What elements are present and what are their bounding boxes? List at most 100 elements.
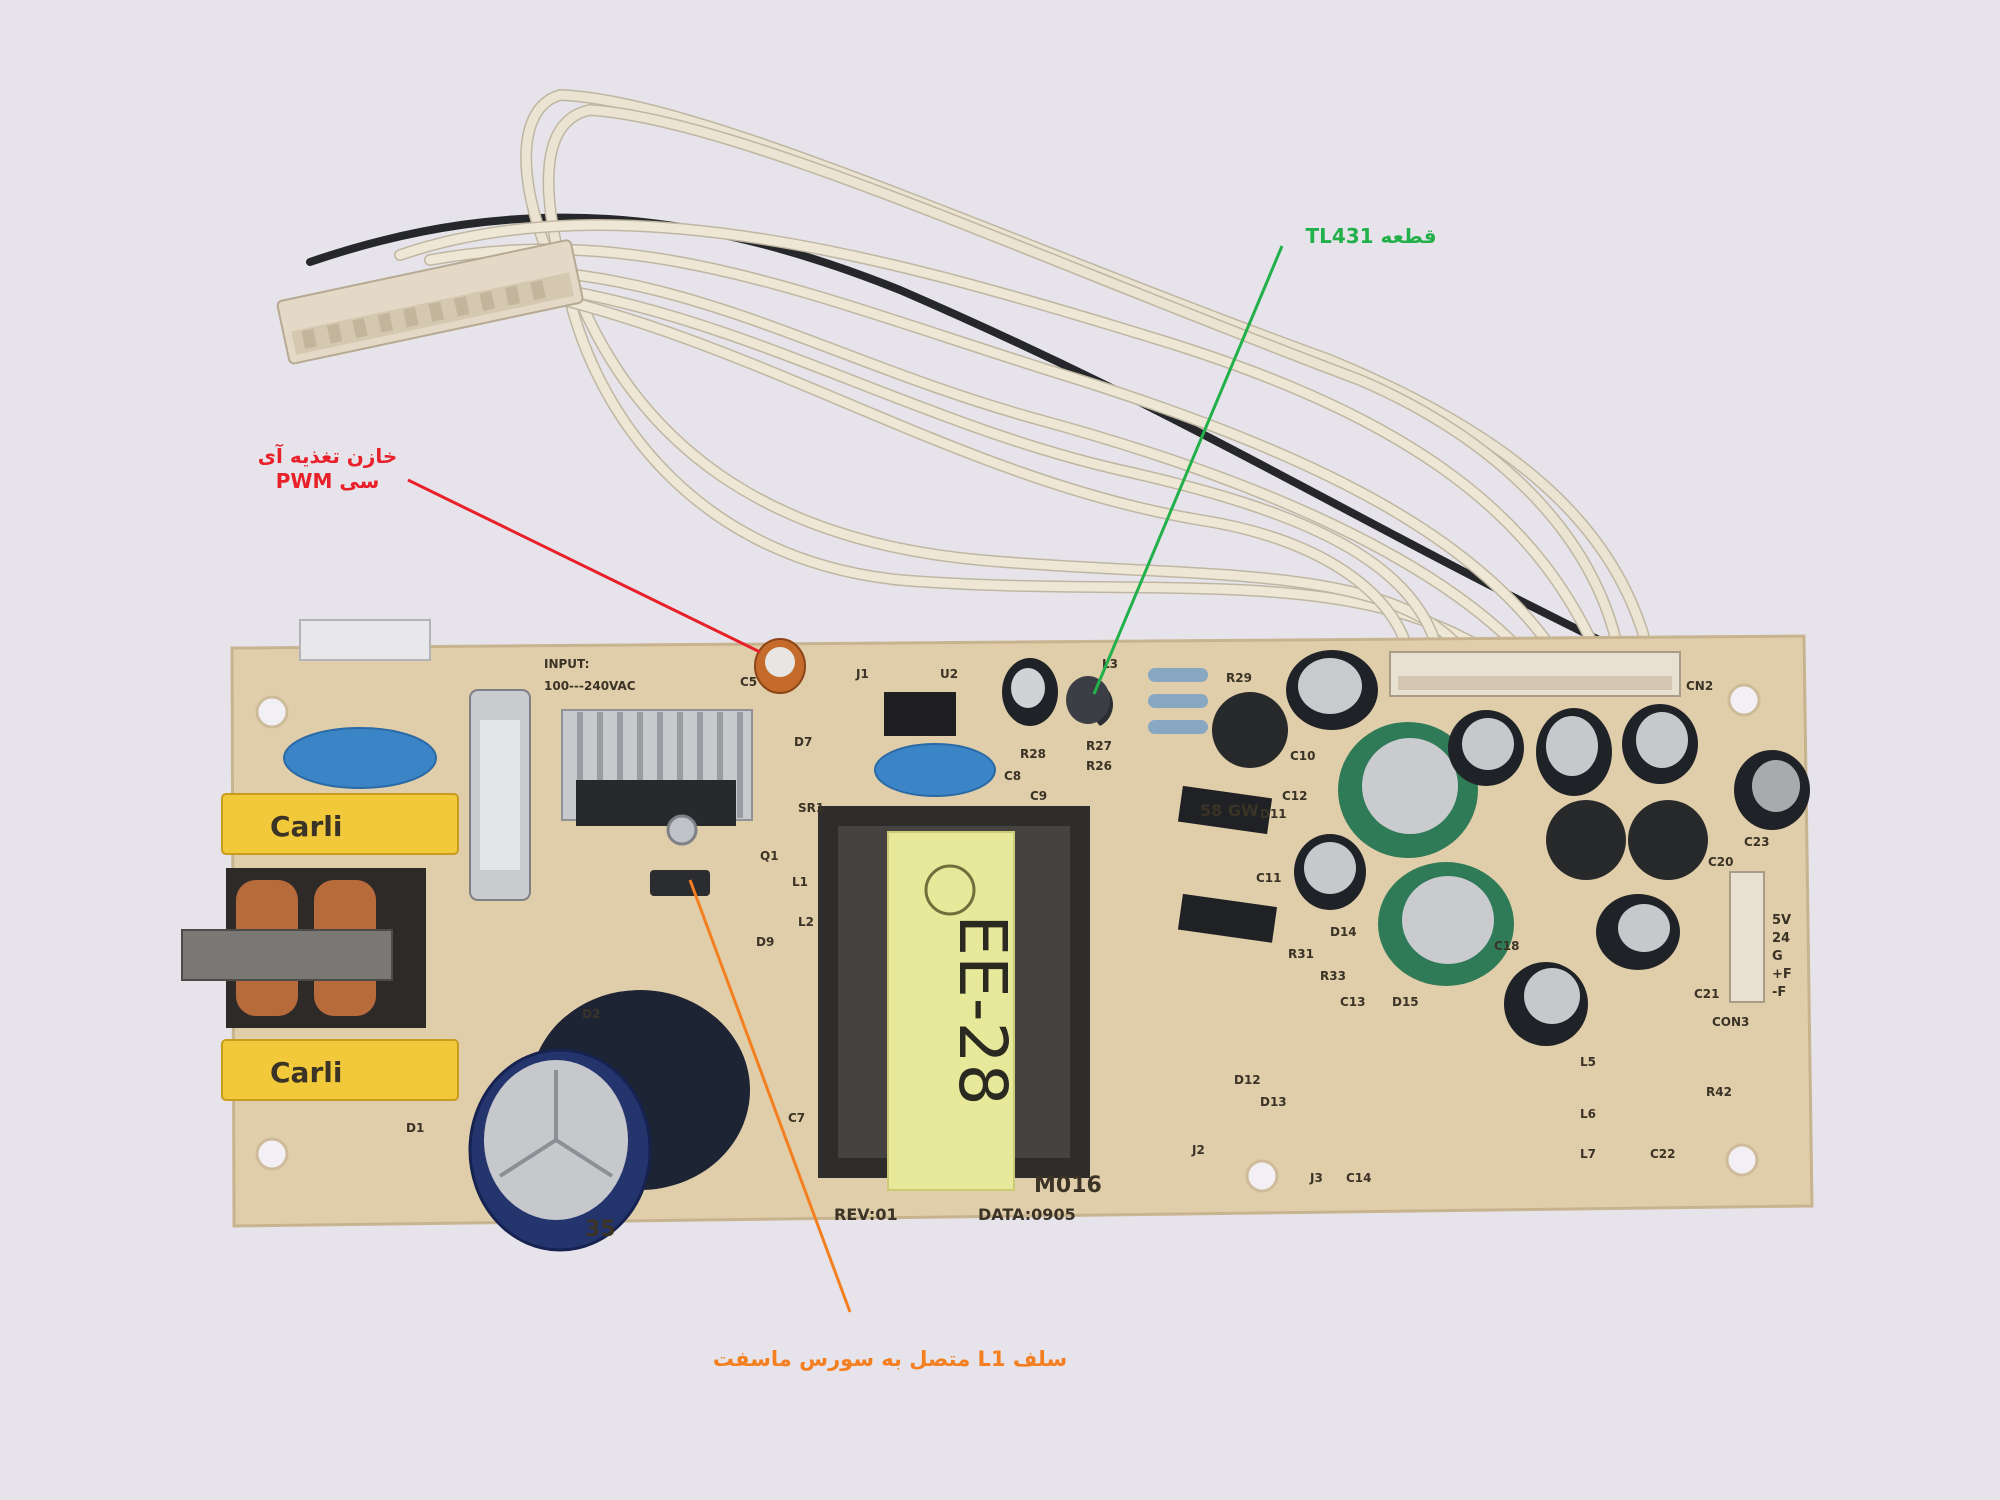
svg-text:C11: C11 <box>1256 871 1282 885</box>
output-capacitor-green-2 <box>1378 862 1514 986</box>
svg-text:C23: C23 <box>1744 835 1770 849</box>
common-mode-choke <box>181 868 426 1028</box>
annotation-pointer-tl431 <box>1092 245 1284 695</box>
output-capacitor-green-1 <box>1338 722 1478 858</box>
mounting-holes <box>255 683 1761 1193</box>
annotation-pointer-capacitor <box>407 478 761 654</box>
annotation-l1-label: سلف L1 متصل به سورس ماسفت <box>712 1347 1068 1371</box>
svg-text:C10: C10 <box>1290 749 1316 763</box>
svg-text:Q1: Q1 <box>760 849 779 863</box>
svg-text:L1: L1 <box>792 875 808 889</box>
svg-text:Carli: Carli <box>270 810 342 843</box>
heatsink <box>561 709 753 846</box>
svg-text:C20: C20 <box>1708 855 1734 869</box>
svg-text:D7: D7 <box>794 735 812 749</box>
svg-text:5V: 5V <box>1772 913 1791 928</box>
annotation-capacitor-line1: خازن تغذیه آی <box>257 444 398 468</box>
silk-rev: REV:01 <box>834 1205 898 1224</box>
output-capacitor-c10 <box>1286 650 1378 730</box>
svg-text:58 GW: 58 GW <box>1200 801 1259 820</box>
wire-connector <box>276 239 584 365</box>
output-capacitor-black-4 <box>1596 894 1680 970</box>
svg-text:R31: R31 <box>1288 947 1314 961</box>
svg-text:L5: L5 <box>1580 1055 1596 1069</box>
svg-text:Carli: Carli <box>270 1056 342 1089</box>
output-capacitor-black-1 <box>1448 710 1524 786</box>
svg-text:J1: J1 <box>855 667 869 681</box>
svg-text:R29: R29 <box>1226 671 1252 685</box>
svg-text:D15: D15 <box>1392 995 1419 1009</box>
svg-text:R26: R26 <box>1086 759 1112 773</box>
tl431-regulator <box>1066 676 1113 726</box>
svg-text:U2: U2 <box>940 667 958 681</box>
output-capacitor-black-3 <box>1622 704 1698 784</box>
svg-text:C9: C9 <box>1030 789 1047 803</box>
svg-text:R42: R42 <box>1706 1085 1732 1099</box>
svg-text:J3: J3 <box>1309 1171 1323 1185</box>
svg-text:L6: L6 <box>1580 1107 1596 1121</box>
svg-text:SR1: SR1 <box>798 801 824 815</box>
svg-text:CN2: CN2 <box>1686 679 1713 693</box>
output-inductor-2 <box>1628 800 1708 880</box>
silk-designators: C5 J1 U2 L3 R29 C10 R27 R28 R26 C8 C9 D7… <box>406 657 1770 1185</box>
fuse <box>469 689 531 901</box>
electrolytic-small-1 <box>1002 658 1058 726</box>
svg-text:R27: R27 <box>1086 739 1112 753</box>
y-capacitor-mid <box>874 743 996 797</box>
svg-text:D2: D2 <box>582 1007 600 1021</box>
svg-text:C22: C22 <box>1650 1147 1676 1161</box>
output-header-con3: 5V 24 G +F -F <box>1729 871 1792 1003</box>
transformer-label: EE-28 <box>944 914 1021 1105</box>
svg-text:D14: D14 <box>1330 925 1357 939</box>
svg-text:D9: D9 <box>756 935 774 949</box>
optocoupler-u2 <box>884 692 956 736</box>
transformer: EE-28 <box>818 806 1090 1191</box>
svg-text:L7: L7 <box>1580 1147 1596 1161</box>
svg-text:D12: D12 <box>1234 1073 1261 1087</box>
svg-text:R28: R28 <box>1020 747 1046 761</box>
x-capacitor-bottom: Carli <box>221 1039 459 1101</box>
svg-text:C7: C7 <box>788 1111 805 1125</box>
svg-text:G: G <box>1772 949 1783 964</box>
output-capacitor-black-5 <box>1504 962 1588 1046</box>
svg-text:35: 35 <box>585 1217 616 1242</box>
y-capacitor-input <box>283 727 437 789</box>
annotation-capacitor-line2: سی PWM <box>275 469 380 493</box>
svg-text:C5: C5 <box>740 675 757 689</box>
silk-input-label: INPUT: <box>544 657 589 671</box>
svg-text:+F: +F <box>1772 967 1792 982</box>
svg-text:C21: C21 <box>1694 987 1720 1001</box>
svg-text:C18: C18 <box>1494 939 1520 953</box>
annotation-pointer-l1 <box>688 879 852 1313</box>
metal-clip <box>299 619 431 661</box>
bulk-capacitor: 35 <box>468 990 750 1252</box>
resistor-array <box>1148 668 1208 734</box>
pwm-supply-capacitor-c5 <box>754 638 806 694</box>
svg-text:CON3: CON3 <box>1712 1015 1749 1029</box>
svg-text:L2: L2 <box>798 915 814 929</box>
output-capacitor-c11 <box>1294 834 1366 910</box>
silk-input-voltage: 100---240VAC <box>544 679 636 693</box>
svg-text:D13: D13 <box>1260 1095 1287 1109</box>
diode-d11: 58 GW <box>1177 785 1273 835</box>
wire-harness <box>306 88 1656 666</box>
diode-d14 <box>1177 893 1278 943</box>
svg-text:J2: J2 <box>1191 1143 1205 1157</box>
annotation-capacitor-label: خازن تغذیه آی سی PWM <box>240 444 415 494</box>
x-capacitor-top: Carli <box>221 793 459 855</box>
svg-text:-F: -F <box>1772 985 1786 1000</box>
svg-text:C13: C13 <box>1340 995 1366 1009</box>
svg-text:C8: C8 <box>1004 769 1021 783</box>
annotation-tl431-label: قطعه TL431 <box>1305 224 1437 248</box>
silk-model: M016 <box>1034 1173 1102 1198</box>
svg-text:C12: C12 <box>1282 789 1308 803</box>
svg-text:C14: C14 <box>1346 1171 1372 1185</box>
board-connector-cn2 <box>1389 651 1681 697</box>
ntc-thermistor <box>1212 692 1288 768</box>
output-capacitor-black-2 <box>1536 708 1612 796</box>
output-capacitor-c23 <box>1734 750 1810 830</box>
output-inductor-1 <box>1546 800 1626 880</box>
diode-l1-coil <box>650 870 710 896</box>
silk-date: DATA:0905 <box>978 1205 1076 1224</box>
